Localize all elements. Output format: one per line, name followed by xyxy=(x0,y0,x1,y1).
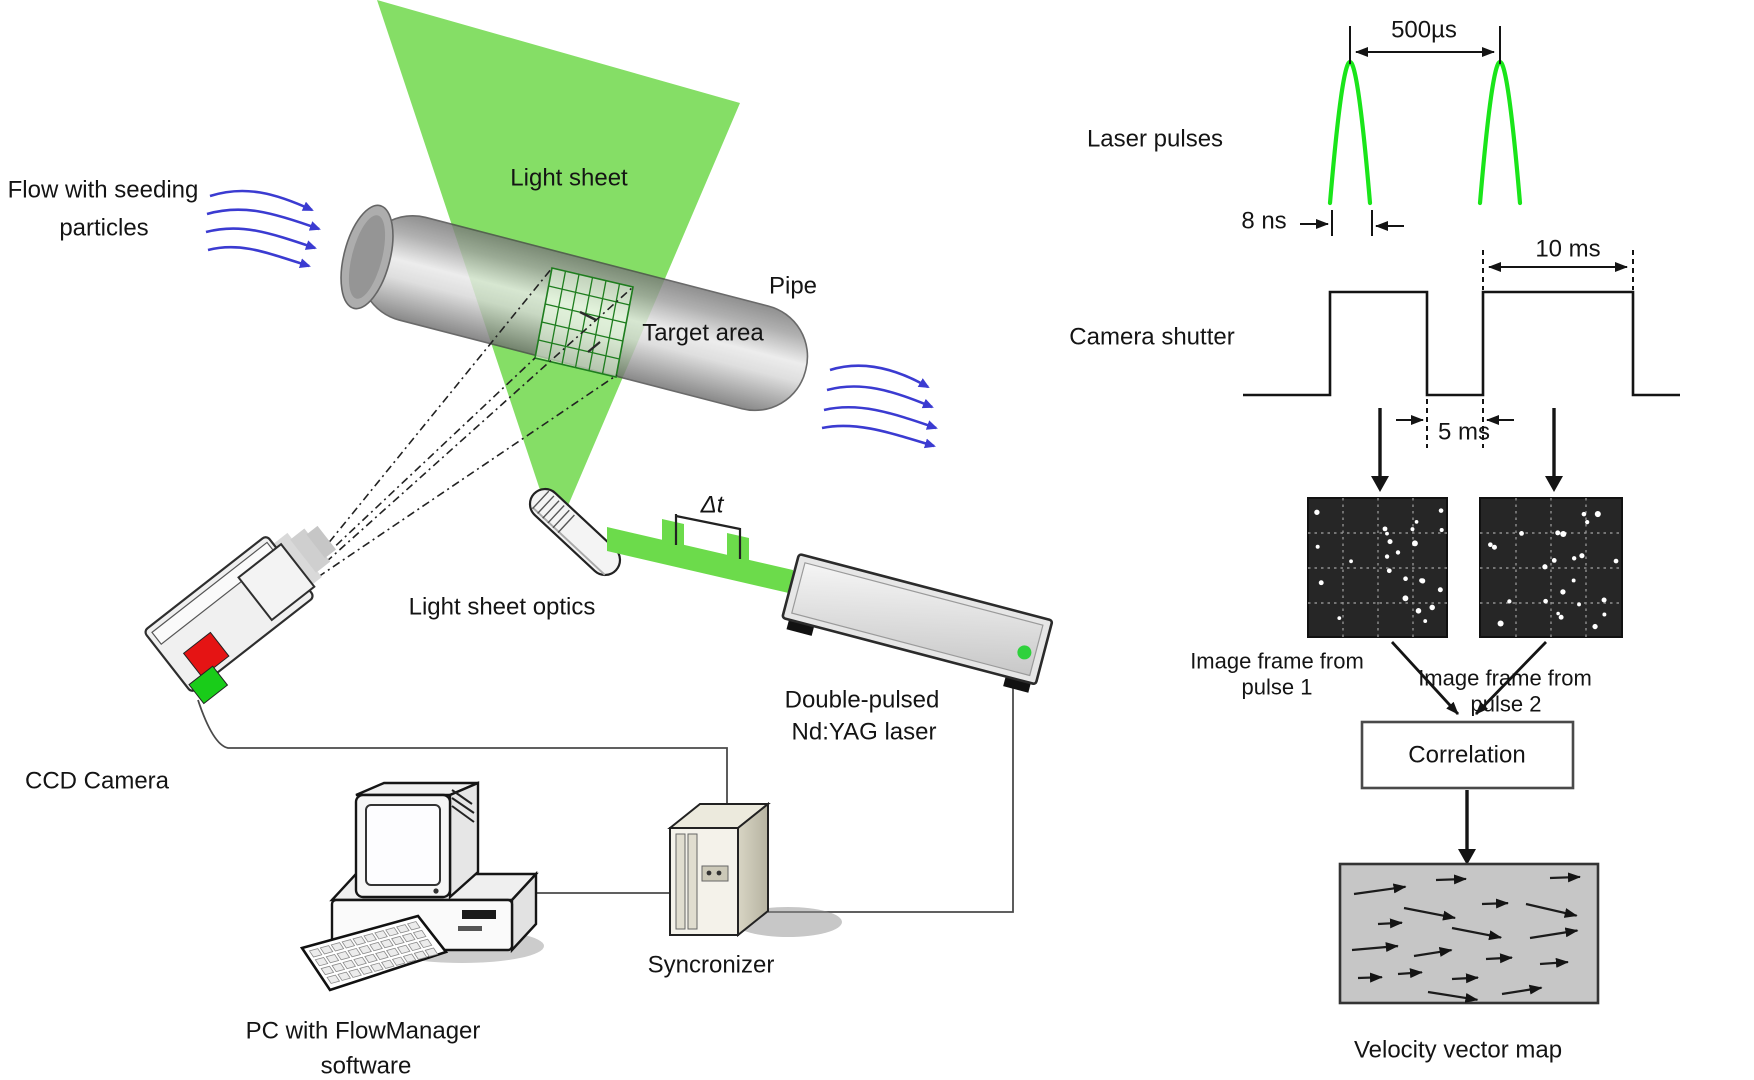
grid-particle-streak xyxy=(587,341,601,353)
camera-green-indicator xyxy=(188,665,229,705)
signal-wires xyxy=(197,688,1014,913)
camera-sight-lines xyxy=(309,267,634,578)
converging-arrows xyxy=(1390,641,1548,715)
label-light-sheet-optics: Light sheet optics xyxy=(408,593,596,621)
correlation-box xyxy=(1360,720,1575,790)
correlation-to-map-arrow xyxy=(1458,790,1476,865)
laser-beam xyxy=(607,519,793,594)
label-5ms: 5 ms xyxy=(1437,418,1491,446)
laser-box-graphic xyxy=(781,553,1054,693)
label-laser-line1: Double-pulsed xyxy=(784,686,940,714)
image-frame-1 xyxy=(1307,497,1448,638)
label-frame2-line1: Image frame from xyxy=(1418,665,1592,691)
pc-graphic xyxy=(299,781,544,992)
label-target-area: Target area xyxy=(642,319,764,347)
velocity-map-box xyxy=(1338,862,1600,1005)
dimension-5ms xyxy=(1396,399,1514,448)
camera-red-indicator xyxy=(182,631,230,678)
label-velocity-map: Velocity vector map xyxy=(1353,1036,1563,1064)
label-flow-line2: particles xyxy=(59,214,149,242)
target-area-grid xyxy=(535,268,633,377)
label-10ms: 10 ms xyxy=(1535,235,1601,263)
synchronizer-graphic xyxy=(667,801,842,938)
label-pc-line2: software xyxy=(320,1052,412,1080)
dimension-10ms xyxy=(1482,250,1634,290)
outlet-flow-arrows xyxy=(821,364,938,449)
label-frame1-line2: pulse 1 xyxy=(1241,674,1313,700)
laser-led xyxy=(1017,645,1032,660)
laser-pulse-waveform xyxy=(1327,59,1523,206)
label-light-sheet: Light sheet xyxy=(510,164,628,192)
ccd-camera-graphic xyxy=(144,525,336,705)
label-8ns: 8 ns xyxy=(1241,207,1287,235)
label-delta-t: Δt xyxy=(700,491,724,519)
light-sheet-optics-graphic xyxy=(528,487,622,577)
label-correlation: Correlation xyxy=(1408,741,1526,769)
label-camera-shutter: Camera shutter xyxy=(1069,323,1235,351)
dimension-8ns xyxy=(1300,210,1404,236)
label-flow-line1: Flow with seeding xyxy=(7,176,199,204)
image-frame-2 xyxy=(1479,497,1623,638)
label-500us: 500µs xyxy=(1391,16,1457,44)
inlet-flow-arrows xyxy=(205,189,321,269)
label-frame2-line2: pulse 2 xyxy=(1470,691,1542,717)
shutter-waveform xyxy=(1243,290,1680,397)
label-synchronizer: Syncronizer xyxy=(647,951,775,979)
label-frame1-line1: Image frame from xyxy=(1190,648,1364,674)
label-laser-pulses: Laser pulses xyxy=(1086,125,1224,153)
grid-particle-streak xyxy=(579,310,597,322)
delta-t-bracket xyxy=(674,514,742,559)
frame-capture-arrows xyxy=(1371,408,1563,492)
label-laser-line2: Nd:YAG laser xyxy=(791,718,937,746)
label-pipe: Pipe xyxy=(768,272,818,300)
label-pc-line1: PC with FlowManager xyxy=(245,1017,481,1045)
dimension-500us xyxy=(1349,26,1501,64)
label-ccd-camera: CCD Camera xyxy=(24,767,170,795)
